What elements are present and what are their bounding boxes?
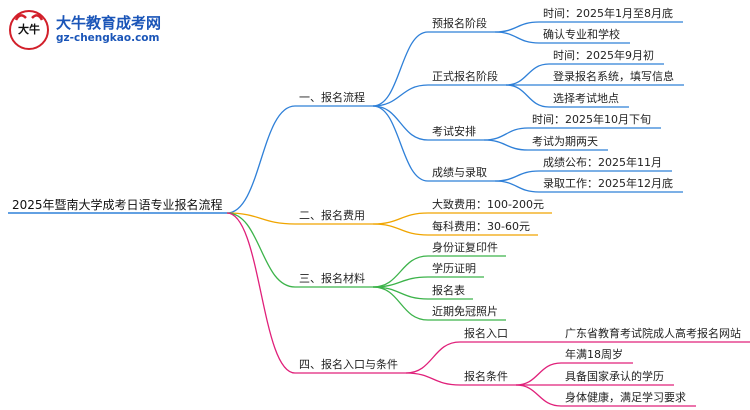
node-to-leaf-connector-0-0-1 <box>494 31 540 44</box>
branch-registration-process: 一、报名流程 <box>299 91 365 104</box>
leaf-score-release: 成绩公布：2025年11月 <box>543 156 662 169</box>
leaf-pre-registration-time: 时间：2025年1月至8月底 <box>543 7 673 20</box>
node-pre-registration: 预报名阶段 <box>432 17 487 30</box>
branch-to-node-connector-1-0 <box>372 212 429 225</box>
node-to-leaf-connector-0-1-0 <box>505 63 550 86</box>
branch-registration-fee: 二、报名费用 <box>299 209 365 222</box>
node-formal-registration: 正式报名阶段 <box>432 70 498 83</box>
leaf-select-exam-site: 选择考试地点 <box>553 92 619 105</box>
leaf-formal-registration-time: 时间：2025年9月初 <box>553 49 654 62</box>
node-to-leaf-connector-0-0-0 <box>494 21 540 33</box>
logo-title: 大牛教育成考网 <box>56 14 162 32</box>
branch-to-node-connector-2-3 <box>372 286 429 321</box>
leaf-exam-duration: 考试为期两天 <box>532 135 598 148</box>
root-to-branch-connector-2 <box>226 212 296 288</box>
leaf-recognized-education: 具备国家承认的学历 <box>565 370 664 383</box>
bull-logo-icon <box>9 10 49 50</box>
root-to-branch-connector-1 <box>226 212 296 225</box>
branch-entry-and-conditions: 四、报名入口与条件 <box>299 358 398 371</box>
node-to-leaf-connector-3-1-0 <box>515 362 562 386</box>
node-education-certificate: 学历证明 <box>432 262 476 275</box>
leaf-exam-time: 时间：2025年10月下旬 <box>532 113 651 126</box>
node-exam-arrangement: 考试安排 <box>432 125 476 138</box>
site-logo: 大牛 大牛教育成考网 gz-chengkao.com <box>8 6 208 56</box>
node-total-fee: 大致费用：100-200元 <box>432 198 544 211</box>
node-to-leaf-connector-0-2-1 <box>483 139 529 151</box>
leaf-good-health: 身体健康，满足学习要求 <box>565 391 686 404</box>
node-score-admission: 成绩与录取 <box>432 166 487 179</box>
leaf-age-18: 年满18周岁 <box>565 348 623 361</box>
node-registration-conditions: 报名条件 <box>464 370 508 383</box>
root-to-branch-connector-0 <box>226 105 296 214</box>
node-to-leaf-connector-0-3-0 <box>494 170 540 182</box>
leaf-login-system: 登录报名系统，填写信息 <box>553 70 674 83</box>
leaf-registration-website: 广东省教育考试院成人高考报名网站 <box>565 327 741 340</box>
node-registration-form: 报名表 <box>432 284 465 297</box>
logo-url: gz-chengkao.com <box>56 32 160 44</box>
node-to-leaf-connector-3-1-2 <box>515 384 562 407</box>
branch-to-node-connector-1-1 <box>372 223 429 236</box>
root-to-branch-connector-3 <box>226 212 296 374</box>
root-node: 2025年暨南大学成考日语专业报名流程 <box>12 198 223 212</box>
node-per-subject-fee: 每科费用：30-60元 <box>432 220 530 233</box>
branch-to-node-connector-0-3 <box>372 105 429 182</box>
branch-to-node-connector-0-2 <box>372 105 429 141</box>
node-id-copy: 身份证复印件 <box>432 241 498 254</box>
leaf-admission-work: 录取工作：2025年12月底 <box>543 177 673 190</box>
branch-to-node-connector-3-0 <box>405 341 461 374</box>
branch-to-node-connector-0-1 <box>372 84 429 107</box>
node-recent-photo: 近期免冠照片 <box>432 305 498 318</box>
node-registration-entry: 报名入口 <box>464 327 508 340</box>
node-to-leaf-connector-0-2-0 <box>483 127 529 141</box>
branch-to-node-connector-0-0 <box>372 31 429 107</box>
leaf-confirm-major: 确认专业和学校 <box>543 28 620 41</box>
logo-mark-text: 大牛 <box>18 23 40 36</box>
branch-to-node-connector-3-1 <box>405 372 461 386</box>
node-to-leaf-connector-0-3-1 <box>494 180 540 193</box>
node-to-leaf-connector-0-1-2 <box>505 84 550 108</box>
branch-registration-materials: 三、报名材料 <box>299 272 365 285</box>
